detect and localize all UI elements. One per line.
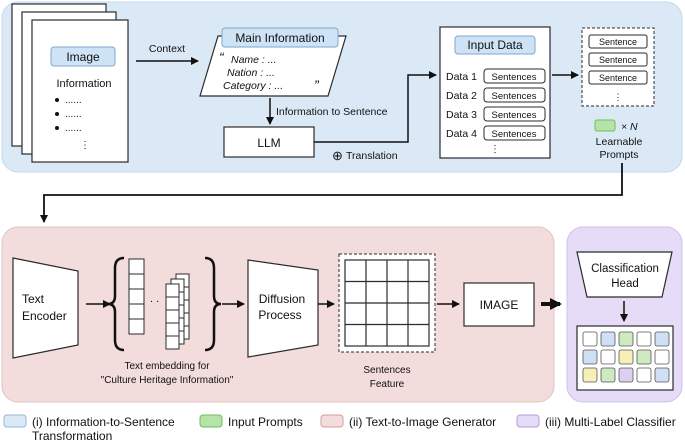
embedding-dots: . . xyxy=(150,293,159,305)
image-tag xyxy=(50,46,116,67)
feature-caption-line1: Sentences xyxy=(363,365,410,376)
sentence-pill-1 xyxy=(588,34,648,49)
main-info-line-category: Category : ... xyxy=(223,80,283,92)
data-row-4-pill xyxy=(483,125,546,141)
multi-label-grid xyxy=(582,331,670,383)
classification-head-line2: Head xyxy=(611,278,639,290)
llm-label: LLM xyxy=(257,136,280,150)
feature-grid xyxy=(344,259,430,347)
data-row-3-value: Sentences xyxy=(492,110,537,121)
legend-item-1-line1: (i) Information-to-Sentence xyxy=(32,415,175,429)
image-output-box xyxy=(463,282,535,327)
information-bullets xyxy=(55,98,59,130)
bullet-item-3: ...... xyxy=(65,123,82,134)
prompt-multiplier: × N xyxy=(621,121,638,133)
sentence-stack-ellipsis: ⋮ xyxy=(614,92,623,102)
main-information-title: Main Information xyxy=(235,31,324,45)
image-document-stack xyxy=(11,3,129,163)
embedding-stack xyxy=(165,273,190,350)
legend-swatch-3 xyxy=(320,414,344,428)
embedding-vector-1 xyxy=(128,258,145,335)
diffusion-line1: Diffusion xyxy=(259,292,305,306)
legend: (i) Information-to-Sentence Transformati… xyxy=(3,414,676,442)
sentence-pill-1-text: Sentence xyxy=(599,37,637,47)
data-row-4-value: Sentences xyxy=(492,129,537,140)
legend-swatch-1 xyxy=(3,414,27,428)
data-row-1-label: Data 1 xyxy=(446,71,477,83)
data-row-4-label: Data 4 xyxy=(446,128,477,140)
learnable-prompts-line1: Learnable xyxy=(596,136,643,148)
classification-head-shape xyxy=(576,251,673,298)
legend-swatch-4 xyxy=(516,414,540,428)
sentence-pill-3 xyxy=(588,70,648,85)
main-info-line-name: Name : ... xyxy=(231,54,277,66)
image-output-label: IMAGE xyxy=(480,298,519,312)
text-encoder-shape xyxy=(12,257,79,359)
bullet-item-1: ...... xyxy=(65,95,82,106)
learnable-prompts-line2: Prompts xyxy=(599,149,638,161)
legend-item-1-line2: Transformation xyxy=(32,429,112,442)
right-brace xyxy=(204,256,222,352)
embedding-caption-line2: "Culture Heritage Information" xyxy=(101,375,234,386)
input-data-ellipsis: ⋮ xyxy=(490,144,500,155)
embedding-caption-line1: Text embedding for xyxy=(124,361,210,372)
data-row-2-value: Sentences xyxy=(492,91,537,102)
sentence-pill-2-text: Sentence xyxy=(599,55,637,65)
llm-box xyxy=(223,126,315,158)
data-row-1-pill xyxy=(483,68,546,84)
input-data-title: Input Data xyxy=(467,38,523,52)
bullet-item-2: ...... xyxy=(65,109,82,120)
feature-caption-line2: Feature xyxy=(370,379,405,390)
legend-item-2-line1: Input Prompts xyxy=(228,415,303,429)
text-encoder-line1: Text xyxy=(22,292,45,306)
data-row-2-pill xyxy=(483,87,546,103)
learnable-prompt-swatch xyxy=(594,119,616,132)
translation-symbol: ⊕ xyxy=(332,148,343,163)
diffusion-line2: Process xyxy=(258,308,301,322)
close-quote: ” xyxy=(314,77,320,93)
legend-item-3-line1: (ii) Text-to-Image Generator xyxy=(349,415,496,429)
sentence-pill-3-text: Sentence xyxy=(599,73,637,83)
diffusion-process-shape xyxy=(247,259,319,358)
sentence-pill-2 xyxy=(588,52,648,67)
open-quote: “ xyxy=(219,49,225,65)
prompts-to-encoder-arrow xyxy=(40,163,623,223)
image-label: Image xyxy=(66,50,100,64)
data-row-1-value: Sentences xyxy=(492,72,537,83)
legend-item-4-line1: (iii) Multi-Label Classifier xyxy=(545,415,676,429)
classification-head-line1: Classification xyxy=(591,263,659,275)
input-data-tag xyxy=(454,35,536,55)
data-row-3-pill xyxy=(483,106,546,122)
context-label: Context xyxy=(149,43,185,55)
info-to-sentence-label: Information to Sentence xyxy=(276,106,388,118)
information-ellipsis: ⋮ xyxy=(80,140,90,151)
legend-swatch-2 xyxy=(199,414,223,428)
input-data-rows: Data 1 Sentences Data 2 Sentences Data 3… xyxy=(446,68,546,141)
data-row-3-label: Data 3 xyxy=(446,109,477,121)
translation-label: Translation xyxy=(346,150,398,162)
left-brace xyxy=(107,256,125,352)
information-label: Information xyxy=(56,78,111,90)
text-encoder-line2: Encoder xyxy=(22,309,67,323)
main-info-line-nation: Nation : ... xyxy=(227,67,275,79)
data-row-2-label: Data 2 xyxy=(446,90,477,102)
llm-to-input-arrow xyxy=(314,71,437,143)
main-information-tag xyxy=(221,27,339,48)
